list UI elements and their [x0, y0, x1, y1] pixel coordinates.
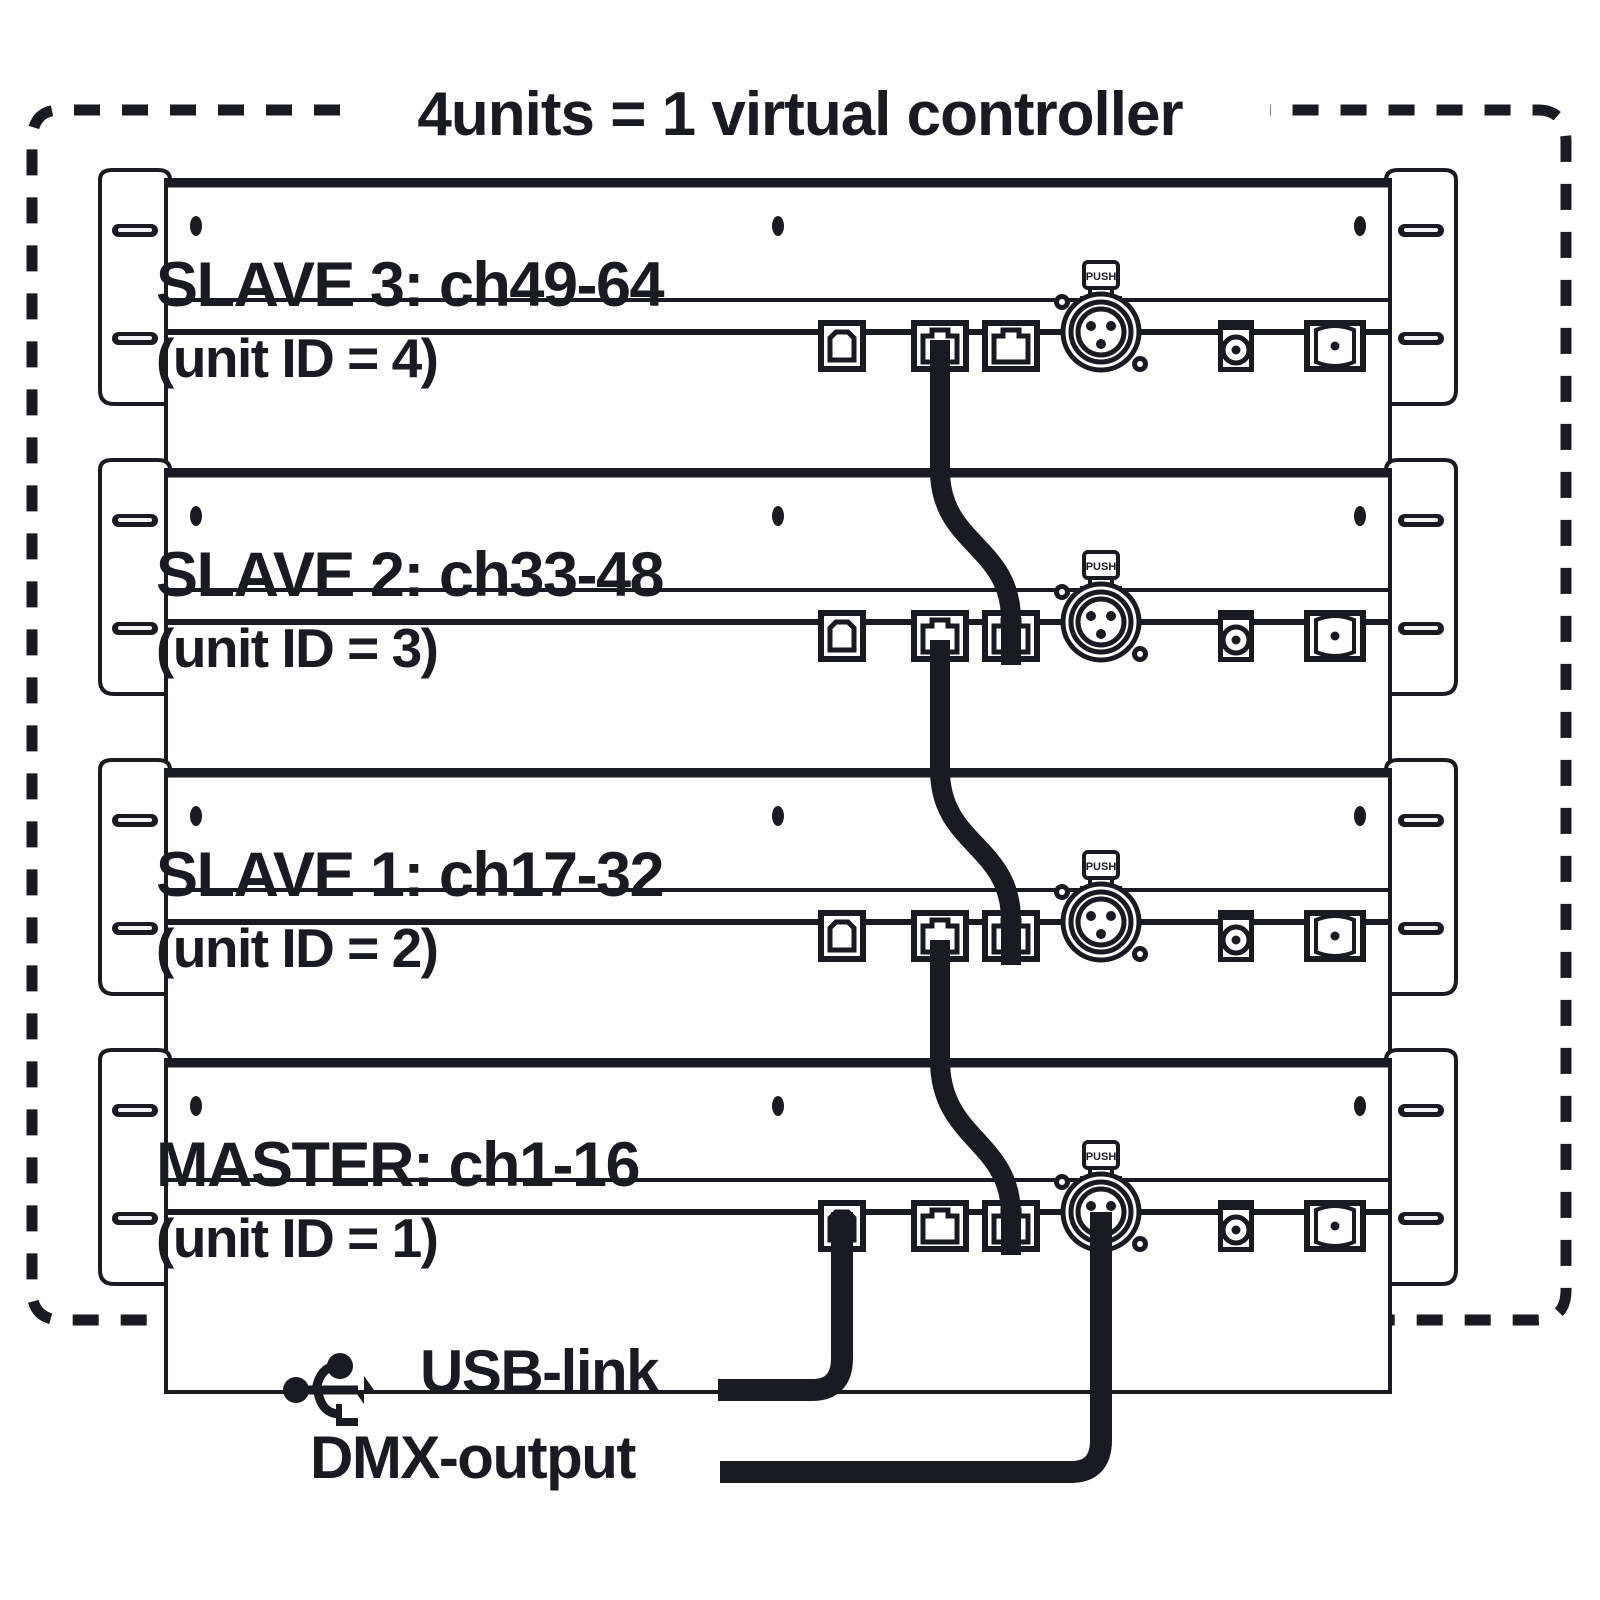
diagram-title: 4units = 1 virtual controller [417, 80, 1183, 149]
unit-title: MASTER: ch1-16 [156, 1130, 639, 1200]
power-switch[interactable] [1302, 608, 1368, 664]
legend-label-usb-link: USB-link [420, 1338, 660, 1405]
dc-power-jack[interactable] [1218, 320, 1254, 372]
usb-b-port[interactable] [818, 610, 866, 662]
unit-master[interactable]: MASTER: ch1-16 (unit ID = 1) [100, 1050, 1456, 1392]
usb-b-port[interactable] [818, 910, 866, 962]
link-cable-slave2-to-slave1 [930, 640, 1021, 965]
dc-power-jack[interactable] [1218, 610, 1254, 662]
rj45-link-right[interactable] [982, 320, 1040, 372]
power-switch[interactable] [1302, 318, 1368, 374]
rj45-link-left[interactable] [911, 1200, 969, 1252]
usb-b-port[interactable] [818, 320, 866, 372]
unit-slave-2[interactable]: SLAVE 2: ch33-48 (unit ID = 3) [100, 460, 1456, 802]
unit-slave-1[interactable]: SLAVE 1: ch17-32 (unit ID = 2) [100, 760, 1456, 1102]
dc-power-jack[interactable] [1218, 910, 1254, 962]
unit-slave-3[interactable]: SLAVE 3: ch49-64 (unit ID = 4) [100, 170, 1456, 512]
unit-title: SLAVE 1: ch17-32 [156, 840, 663, 910]
unit-title: SLAVE 3: ch49-64 [156, 250, 665, 320]
legend-label-dmx-output: DMX-output [310, 1424, 636, 1491]
power-switch[interactable] [1302, 1198, 1368, 1254]
unit-subtitle: (unit ID = 3) [156, 617, 437, 679]
dmx-output-cable [720, 1212, 1112, 1483]
power-switch[interactable] [1302, 908, 1368, 964]
link-cable-slave3-to-slave2 [930, 340, 1021, 665]
dc-power-jack[interactable] [1218, 1200, 1254, 1252]
unit-subtitle: (unit ID = 4) [156, 327, 437, 389]
usb-link-cable [718, 1212, 853, 1401]
unit-subtitle: (unit ID = 2) [156, 917, 437, 979]
link-cable-slave1-to-master [930, 940, 1021, 1255]
unit-title: SLAVE 2: ch33-48 [156, 540, 664, 610]
unit-subtitle: (unit ID = 1) [156, 1207, 437, 1269]
